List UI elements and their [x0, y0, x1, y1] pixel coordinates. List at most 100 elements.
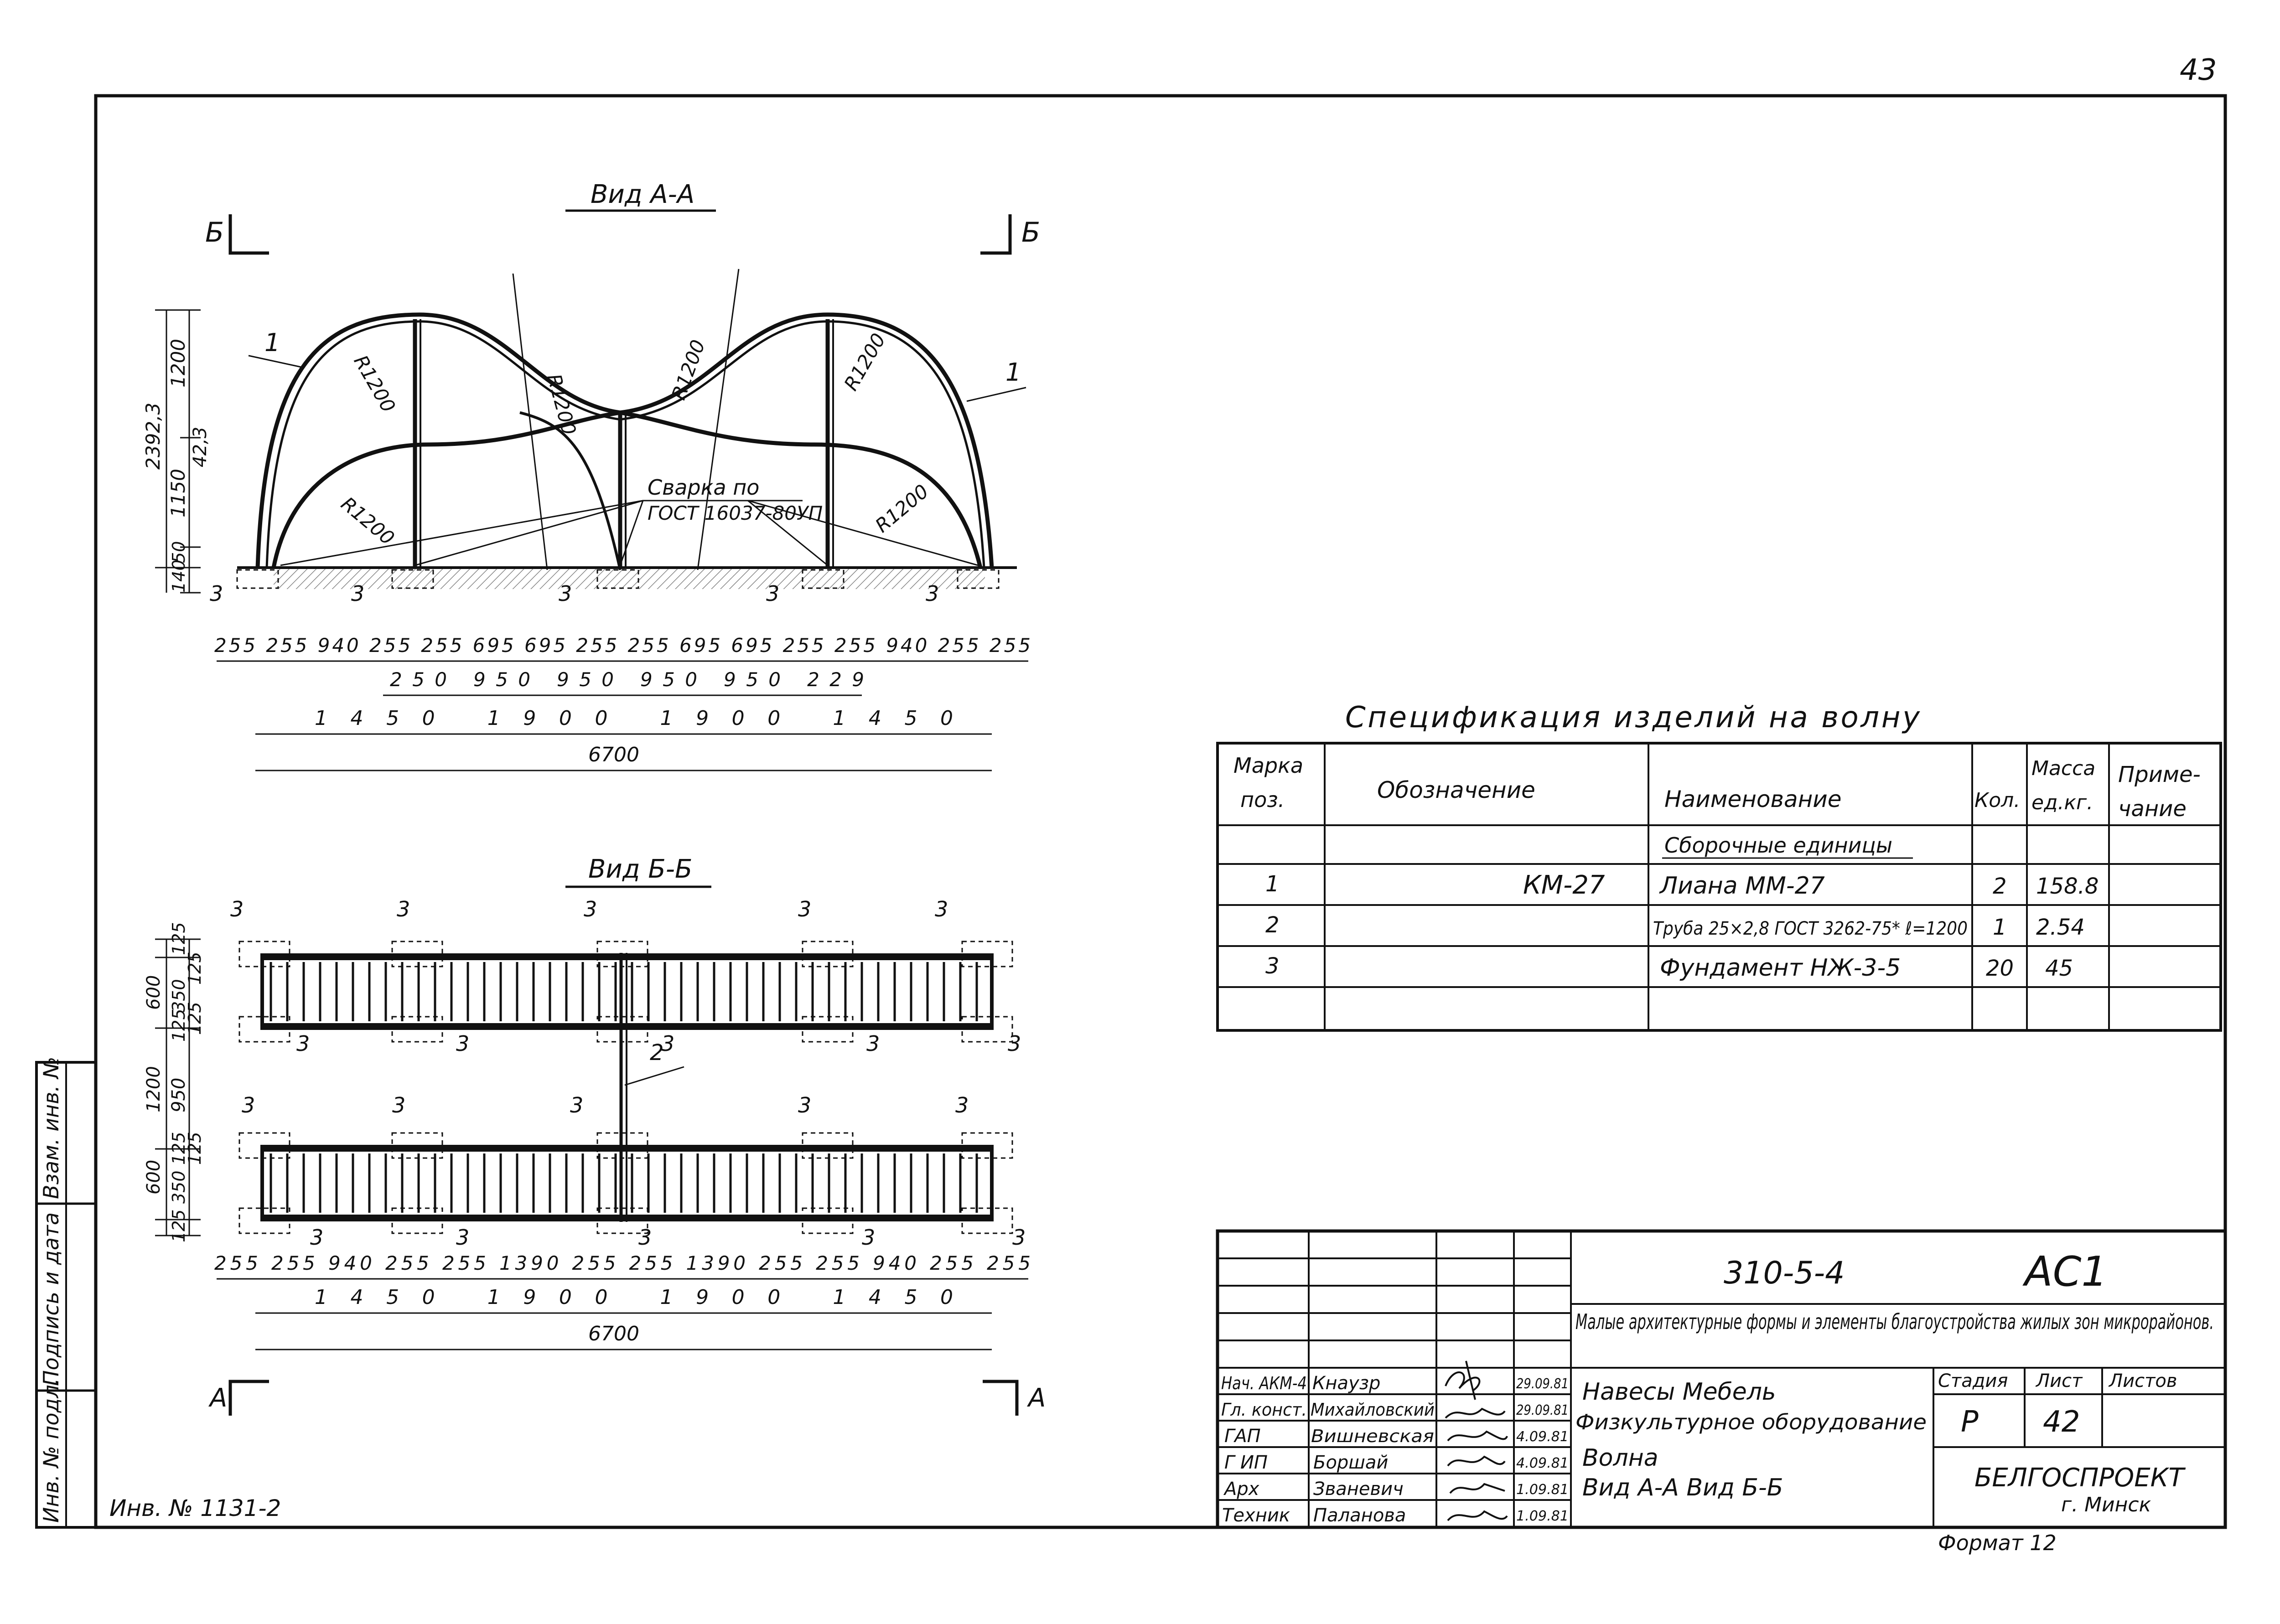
spec-r3-name: Фундамент НЖ-3-5 — [1660, 954, 1901, 982]
org-city: г. Минск — [2061, 1493, 2151, 1516]
foundation-bb-10: 3 — [1008, 1031, 1021, 1056]
vdim-aa-2: 42,3 — [190, 427, 211, 467]
foundation-bb-14: 3 — [798, 1093, 811, 1117]
signatures — [1445, 1360, 1508, 1521]
spec-r1-pos: 1 — [1265, 871, 1280, 897]
spec-h-doc: Обозначение — [1377, 777, 1535, 803]
spec-group: Сборочные единицы — [1664, 833, 1892, 858]
staff-role-1: Нач. АКМ-4 — [1221, 1373, 1307, 1393]
dims-bb-row3: 1450 1900 1900 1450 — [315, 1286, 953, 1309]
vdim-bb-11: 350 — [169, 1170, 189, 1204]
spec-r2-qty: 1 — [1993, 915, 2007, 940]
doc-code: 310-5-4 — [1724, 1255, 1845, 1291]
sheets-label: Листов — [2108, 1371, 2177, 1391]
staff-role-2: Гл. конст. — [1221, 1400, 1307, 1420]
spec-h-name: Наименование — [1664, 786, 1842, 812]
spec-r1-doc: КМ-27 — [1523, 870, 1605, 900]
foundation-aa-2: 3 — [351, 581, 364, 606]
staff-date-5: 1.09.81 — [1516, 1482, 1569, 1498]
vdim-bb-1: 125 — [169, 922, 189, 955]
radius-1: R1200 — [349, 352, 399, 416]
view-bb-title: Вид Б-Б — [588, 854, 692, 884]
vdim-bb-10: 125 — [185, 1132, 205, 1165]
view-aa: Вид А-А Б Б 1 1 R1200 R1200 R1200 — [142, 180, 1040, 771]
pos1-label-left: 1 — [264, 328, 280, 357]
foundation-bb-9: 3 — [866, 1031, 880, 1056]
spec-h-mark-2: поз. — [1240, 787, 1285, 812]
spec-r1-mass: 158.8 — [2036, 874, 2099, 899]
foundation-aa-5: 3 — [926, 581, 939, 606]
sheet-label: Лист — [2035, 1371, 2083, 1391]
page-number: 43 — [2180, 53, 2217, 87]
section-a-left: А — [208, 1383, 227, 1413]
foundation-bb-11: 3 — [242, 1093, 255, 1117]
spec-r3-mass: 45 — [2045, 956, 2073, 981]
staff-name-1: Кнаузр — [1312, 1373, 1380, 1394]
view-bb: Вид Б-Б 2 3 3 3 3 — [143, 854, 1046, 1416]
sheet-value: 42 — [2043, 1405, 2080, 1439]
foundation-aa-3: 3 — [559, 581, 572, 606]
org-name: БЕЛГОСПРОЕКТ — [1974, 1463, 2186, 1493]
foundation-bb-6: 3 — [296, 1031, 310, 1056]
staff-date-1: 29.09.81 — [1516, 1376, 1569, 1392]
spec-title: Спецификация изделий на волну — [1345, 701, 1920, 734]
side-stamp-replace: Взам. инв. № — [39, 1057, 63, 1199]
foundation-bb-2: 3 — [397, 897, 410, 921]
staff-date-2: 29.09.81 — [1516, 1402, 1569, 1418]
spec-r1-qty: 2 — [1993, 874, 2007, 899]
foundation-bb-3: 3 — [584, 897, 597, 921]
radius-5: R1200 — [337, 492, 399, 549]
sheet-title-2: Вид А-А Вид Б-Б — [1582, 1474, 1783, 1501]
vdim-aa-5: 140 — [169, 559, 189, 593]
stage-value: Р — [1961, 1405, 1979, 1439]
vdim-bb-7: 950 — [168, 1078, 189, 1112]
vdim-bb-13: 125 — [169, 1209, 189, 1242]
foundation-bb-18: 3 — [638, 1225, 652, 1250]
dims-bb-total: 6700 — [588, 1322, 639, 1345]
radius-3: R1200 — [667, 337, 710, 403]
foundation-bb-8: 3 — [661, 1031, 674, 1056]
staff-name-5: Званевич — [1313, 1479, 1404, 1500]
foundation-bb-1: 3 — [230, 897, 244, 921]
dims-aa-row1: 255 255 940 255 255 695 695 255 255 695 … — [214, 634, 1031, 657]
spec-h-mass-2: ед.кг. — [2031, 791, 2093, 814]
spec-h-note-1: Приме- — [2118, 762, 2201, 787]
section-line-2: Физкультурное оборудование — [1575, 1410, 1927, 1434]
staff-role-6: Техник — [1222, 1505, 1290, 1526]
vdim-bb-4: 125 — [185, 1002, 205, 1035]
foundation-bb-19: 3 — [862, 1225, 875, 1250]
vdim-bb-3: 600 — [143, 975, 164, 1010]
vdim-aa-3: 1150 — [167, 469, 189, 517]
pos2-label: 2 — [650, 1040, 664, 1065]
sheet-frame — [94, 94, 2227, 1529]
vdim-aa-total: 2392,3 — [142, 403, 164, 470]
doc-mark: АС1 — [2022, 1248, 2108, 1296]
spec-table: Спецификация изделий на волну Марка поз.… — [1216, 701, 2222, 1032]
foundation-bb-16: 3 — [310, 1225, 323, 1250]
side-stamp-sign: Подпись и дата — [39, 1212, 63, 1386]
section-line-1: Навесы Мебель — [1582, 1378, 1776, 1406]
side-stamp-inv: Инв. № подл. — [39, 1378, 63, 1523]
spec-r2-mass: 2.54 — [2036, 915, 2085, 940]
staff-date-3: 4.09.81 — [1516, 1429, 1569, 1445]
vdim-bb-8: 1200 — [143, 1066, 164, 1112]
vdim-bb-9: 125 — [169, 1132, 189, 1165]
staff-date-6: 1.09.81 — [1516, 1508, 1569, 1524]
dims-aa-row2: 250 950 950 950 950 229 — [390, 668, 864, 691]
staff-role-5: Арх — [1223, 1479, 1259, 1500]
title-block: 310-5-4 АС1 Малые архитектурные формы и … — [1216, 1229, 2227, 1555]
spec-r2-pos: 2 — [1265, 912, 1280, 938]
spec-r2-name: Труба 25×2,8 ГОСТ 3262-75* ℓ=1200 — [1653, 918, 1968, 939]
section-b-right: Б — [1021, 217, 1040, 248]
foundation-bb-5: 3 — [935, 897, 948, 921]
foundation-bb-4: 3 — [798, 897, 811, 921]
pos1-label-right: 1 — [1005, 358, 1021, 387]
foundation-bb-7: 3 — [456, 1031, 469, 1056]
foundation-bb-13: 3 — [570, 1093, 583, 1117]
staff-name-3: Вишневская — [1311, 1426, 1434, 1446]
staff-role-4: Г ИП — [1224, 1452, 1268, 1473]
spec-r3-pos: 3 — [1265, 953, 1280, 979]
view-aa-title: Вид А-А — [591, 180, 694, 209]
inventory-number: Инв. № 1131-2 — [109, 1495, 281, 1521]
